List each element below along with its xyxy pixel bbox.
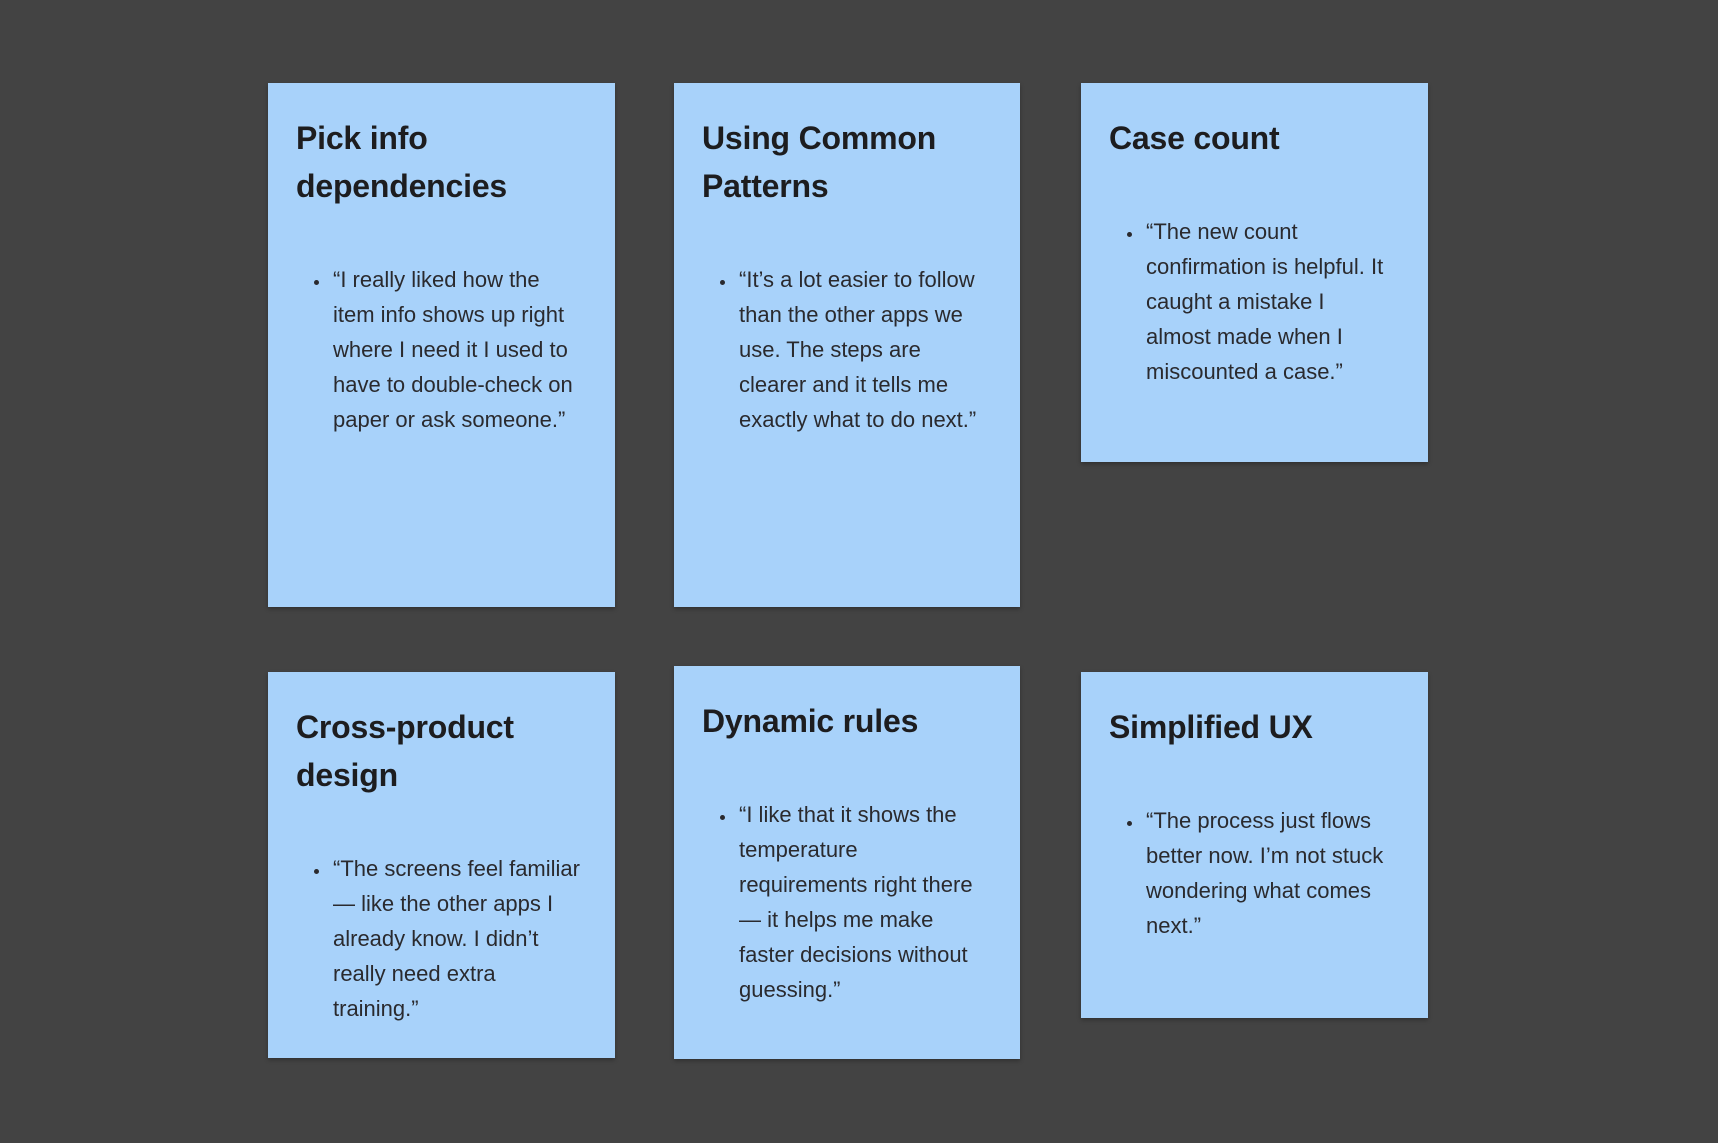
sticky-note-quote-list: “The new count confirmation is helpful. …	[1109, 214, 1394, 389]
quote-item: “The screens feel familiar — like the ot…	[331, 851, 581, 1026]
sticky-note-quote-list: “The process just flows better now. I’m …	[1109, 803, 1394, 943]
sticky-note-quote-list: “It’s a lot easier to follow than the ot…	[702, 262, 986, 437]
sticky-note-quote-list: “I really liked how the item info shows …	[296, 262, 581, 437]
sticky-note-title: Simplified UX	[1109, 709, 1313, 745]
sticky-note-quote-list: “I like that it shows the temperature re…	[702, 797, 986, 1007]
sticky-note-quote-list: “The screens feel familiar — like the ot…	[296, 851, 581, 1026]
sticky-note-title: Using Common Patterns	[702, 120, 937, 204]
quote-item: “I really liked how the item info shows …	[331, 262, 581, 437]
sticky-note-case-count[interactable]: Case count “The new count confirmation i…	[1081, 83, 1428, 462]
quote-item: “It’s a lot easier to follow than the ot…	[737, 262, 986, 437]
quote-item: “I like that it shows the temperature re…	[737, 797, 986, 1007]
sticky-note-title: Case count	[1109, 120, 1280, 156]
sticky-note-cross-product-design[interactable]: Cross-product design “The screens feel f…	[268, 672, 615, 1058]
sticky-note-using-common-patterns[interactable]: Using Common Patterns “It’s a lot easier…	[674, 83, 1020, 607]
sticky-note-simplified-ux[interactable]: Simplified UX “The process just flows be…	[1081, 672, 1428, 1018]
quote-item: “The new count confirmation is helpful. …	[1144, 214, 1394, 389]
sticky-note-title: Cross-product design	[296, 709, 514, 793]
sticky-note-title: Dynamic rules	[702, 703, 919, 739]
sticky-note-dynamic-rules[interactable]: Dynamic rules “I like that it shows the …	[674, 666, 1020, 1059]
sticky-note-pick-info-dependencies[interactable]: Pick info dependencies “I really liked h…	[268, 83, 615, 607]
sticky-note-title: Pick info dependencies	[296, 120, 508, 204]
quote-item: “The process just flows better now. I’m …	[1144, 803, 1394, 943]
